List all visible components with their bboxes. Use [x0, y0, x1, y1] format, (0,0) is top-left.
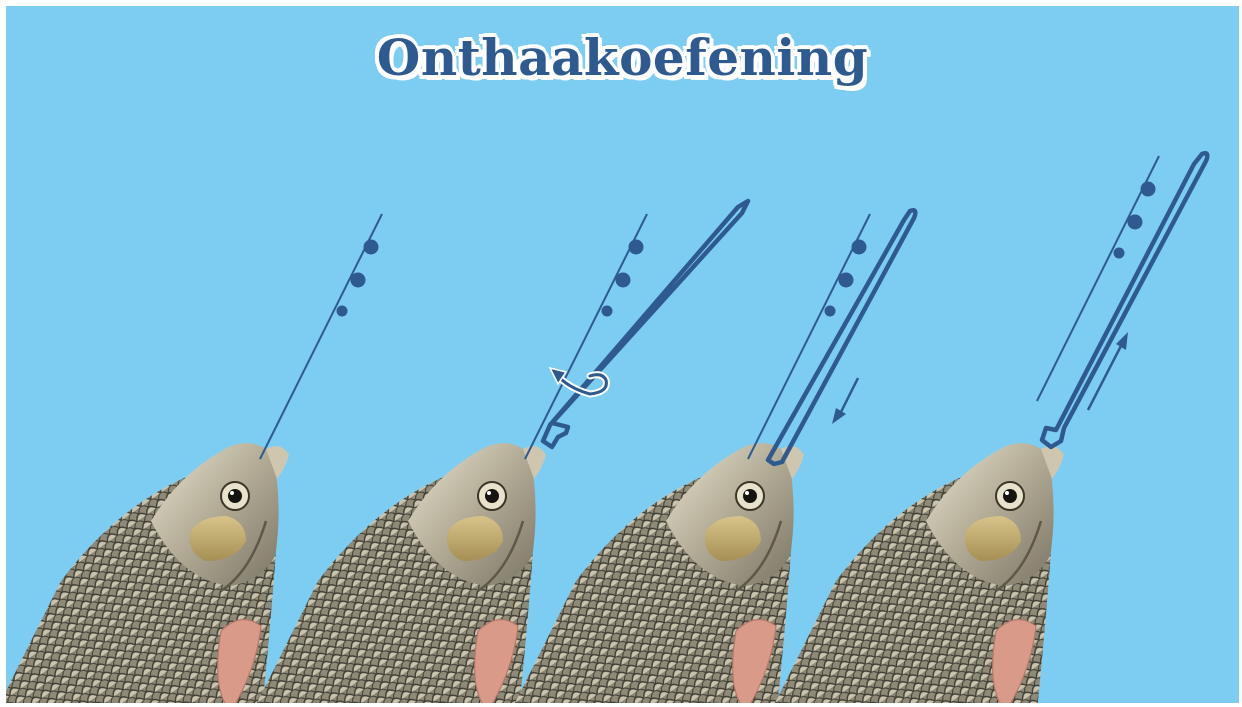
disgorger-tool-3 [768, 210, 915, 464]
fish-2 [248, 443, 546, 703]
step-4-group [766, 153, 1207, 703]
push-down-arrow-head-icon [832, 408, 846, 424]
pull-up-arrow-head-icon [1116, 332, 1128, 350]
fish-3 [506, 443, 804, 703]
fish-1 [6, 443, 289, 703]
disgorger-tool-2 [543, 201, 748, 447]
line-with-beads-1 [260, 214, 382, 459]
fish-4 [766, 443, 1064, 703]
illustration-panel: Onthaakoefening [6, 6, 1239, 703]
unhooking-steps-illustration [6, 6, 1239, 703]
disgorger-tool-4 [1042, 153, 1207, 447]
